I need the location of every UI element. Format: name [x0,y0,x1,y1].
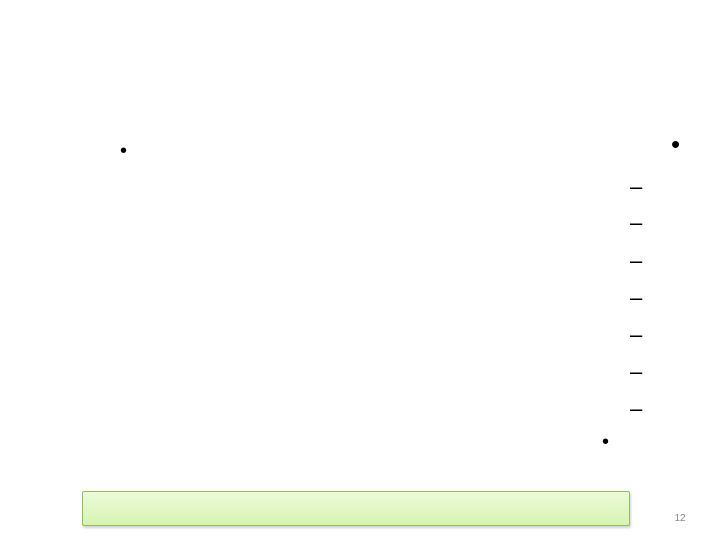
callout-box [82,491,630,526]
sub-bullet-dash-4: – [630,285,643,310]
sub-bullet-dash-1: – [630,174,643,199]
lower-bullet-marker: • [602,431,610,453]
slide-number: 12 [674,513,686,524]
sub-bullet-dash-6: – [630,359,643,384]
sub-bullet-dash-5: – [630,322,643,347]
left-bullet-marker: • [120,140,128,162]
sub-bullet-dash-2: – [630,210,643,235]
sub-bullet-dash-3: – [630,248,643,273]
right-bullet-marker: • [671,129,681,159]
sub-bullet-dash-7: – [630,396,643,421]
